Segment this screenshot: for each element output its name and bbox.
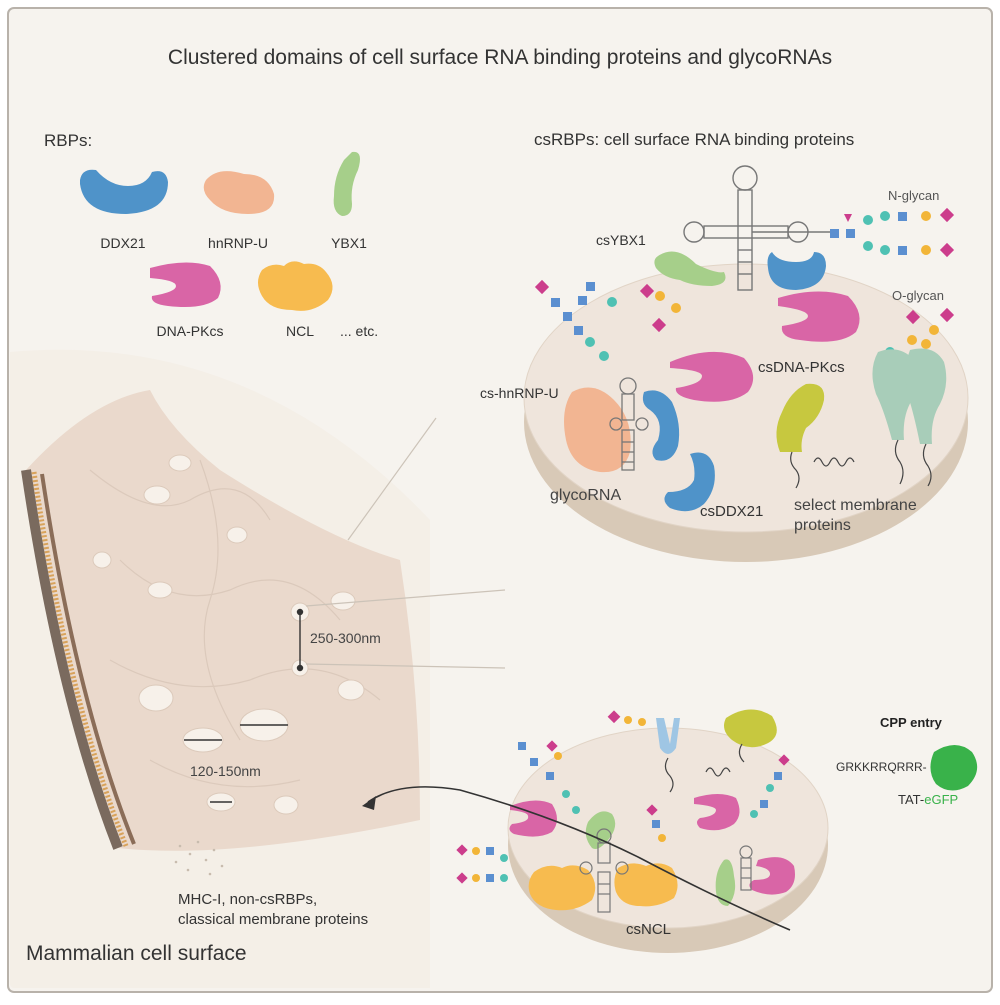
cell-surface-caption: Mammalian cell surface: [26, 942, 247, 965]
cs-hnrnp-u-label: cs-hnRNP-U: [480, 385, 559, 401]
domain-size-small: 120-150nm: [190, 763, 261, 779]
csrbp-heading: csRBPs: cell surface RNA binding protein…: [534, 130, 854, 149]
mhc-shape-2: [905, 348, 947, 444]
cpp-dna-pkcs-2: [694, 794, 740, 831]
cell-surface-patch: [26, 390, 420, 851]
cpp-entry-heading: CPP entry: [880, 715, 943, 730]
dna-pkcs-shape: [150, 262, 221, 307]
cs-ncl-label: csNCL: [626, 921, 671, 938]
egfp-shape: [930, 745, 978, 791]
bilayer-inner: [40, 473, 136, 845]
select-membrane-label-1: select membrane: [794, 497, 917, 514]
cpp-ncl-2: [614, 863, 678, 907]
select-membrane-label-2: proteins: [794, 517, 851, 534]
domains: [92, 454, 365, 815]
dimension-markers: [184, 608, 304, 803]
egfp-label: eGFP: [924, 792, 958, 807]
rbp-legend-heading: RBPs:: [44, 131, 92, 150]
cs-ddx21-hnrnp: [642, 390, 680, 461]
cpp-panel: csNCL CPP entry GRKKRRQRRR- TAT-eGFP: [362, 709, 978, 953]
o-glycan-label: O-glycan: [892, 288, 944, 303]
cs-dna-pkcs-shape-2: [670, 351, 754, 402]
ybx1-label: YBX1: [331, 235, 367, 251]
cs-ddx21-label: csDDX21: [700, 503, 763, 520]
glycorna-small: [609, 377, 649, 471]
n-glycan: [830, 207, 955, 258]
cpp-ncl-1: [528, 865, 596, 911]
tat-label: TAT-: [898, 792, 924, 807]
cpp-ybx1-2: [715, 859, 736, 906]
ncl-shape: [258, 261, 333, 311]
hnrnp-u-shape: [203, 171, 275, 214]
cs-ddx21-shape: [664, 452, 715, 512]
etc-label: ... etc.: [340, 323, 378, 339]
select-membrane-protein: [776, 383, 825, 452]
mhc-dots: [174, 840, 224, 876]
cpp-glycans-ncl: [456, 804, 666, 884]
cpp-glycans-right: [750, 754, 790, 818]
cpp-glycans-left: [518, 740, 580, 814]
domain-size-large: 250-300nm: [310, 630, 381, 646]
cpp-peptide-label: GRKKRRQRRR-: [836, 760, 927, 774]
mhc-label-line2: classical membrane proteins: [178, 911, 368, 928]
cs-ybx1-shape: [654, 251, 726, 286]
ncl-label: NCL: [286, 323, 314, 339]
cs-dna-pkcs-label: csDNA-PKcs: [758, 359, 845, 376]
csrbp-panel: csRBPs: cell surface RNA binding protein…: [480, 130, 969, 562]
figure-title: Clustered domains of cell surface RNA bi…: [168, 46, 832, 69]
cell-surface-wedge: 250-300nm 120-150nm MHC-I, non-csRBPs, c…: [10, 349, 506, 988]
cs-ddx21-top: [767, 252, 826, 290]
ddx21-shape: [80, 169, 168, 214]
n-glycan-label: N-glycan: [888, 188, 939, 203]
hnrnp-u-label: hnRNP-U: [208, 235, 268, 251]
ddx21-label: DDX21: [100, 235, 145, 251]
cpp-glycorna-1: [579, 828, 629, 913]
zoom-lines: [305, 417, 506, 669]
cs-hnrnp-u-shape: [564, 387, 631, 473]
dna-pkcs-label: DNA-PKcs: [157, 323, 224, 339]
rbp-legend: RBPs: DDX21 hnRNP-U YBX1 DNA-PKcs NCL ..…: [44, 131, 378, 339]
cs-ybx1-label: csYBX1: [596, 232, 646, 248]
glycorna-top: [683, 165, 830, 291]
cpp-membrane-protein: [724, 709, 777, 748]
tat-egfp-label: TAT-eGFP: [898, 792, 958, 807]
glycan-left: [534, 279, 681, 361]
cpp-glycan-top: [607, 710, 646, 726]
mhc-label-line1: MHC-I, non-csRBPs,: [178, 891, 317, 908]
cpp-dna-pkcs-3: [749, 857, 795, 895]
glycorna-label: glycoRNA: [550, 487, 621, 504]
csrbp-membrane-top: [523, 263, 969, 533]
cpp-glycorna-2: [739, 845, 753, 891]
ybx1-shape: [333, 151, 360, 216]
bilayer-outer: [21, 469, 123, 850]
cs-dna-pkcs-shape-1: [778, 291, 860, 342]
y-receptor: [656, 718, 680, 754]
cpp-arrowhead: [362, 796, 376, 810]
cpp-path-arrow: [367, 786, 791, 931]
